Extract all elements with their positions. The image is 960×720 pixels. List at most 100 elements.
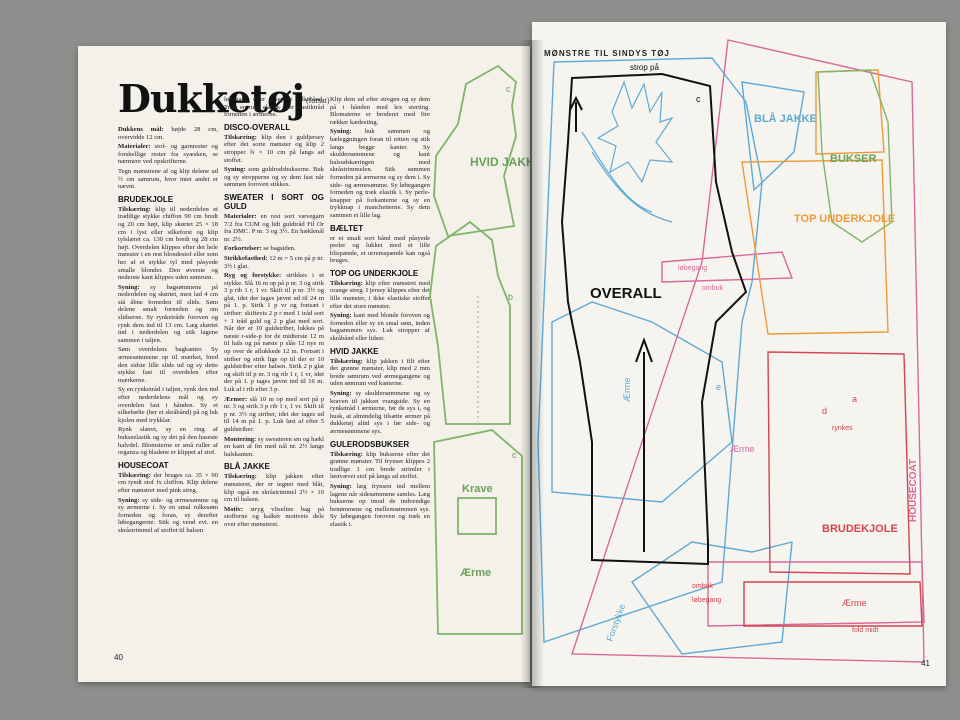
label-c-2: c: [512, 450, 517, 460]
paragraph-text: klip den i guldjersey efter det sorte mø…: [224, 133, 324, 164]
body-paragraph: Materialer: stof- og garnrester og forsk…: [118, 143, 218, 166]
paragraph-text: Rynk slæret, sy en ring af bukseelastik …: [118, 426, 218, 457]
paragraph-lead: Materialer:: [118, 143, 151, 151]
paragraph-text: højde 28 cm, overvidde 12 cm.: [118, 126, 219, 141]
aerme-piece: [429, 220, 511, 425]
paragraph-text: 12 m = 5 cm på p nr. 3½ i glat.: [224, 254, 324, 270]
krave-label: Krave: [462, 483, 493, 495]
label-a: a: [852, 394, 857, 404]
body-paragraph: Tilskæring: klip jakken efter mønsteret,…: [224, 473, 324, 503]
aerme-label-3: Ærme: [842, 598, 867, 608]
lobegang-label: løbegang: [678, 265, 707, 272]
body-paragraph: Syning: buk sømmen og bæleggningen foran…: [330, 128, 430, 219]
label-c: c: [506, 84, 511, 94]
body-paragraph: Sy en rynketråd i taljen, rynk den ind e…: [118, 386, 218, 424]
paragraph-text: løbegang efter brug et silkebånd. Træk e…: [224, 96, 324, 119]
left-page: Dukketøj (forsat) Dukkens mål: højde 28 …: [78, 46, 530, 682]
paragraph-text: stof- og garnrester og forskellige reste…: [118, 143, 219, 166]
paragraph-text: læg frynsen ind mellem lagene når sidesø…: [330, 482, 430, 528]
paragraph-lead: Tilskæring:: [330, 279, 363, 287]
paragraph-lead: Tilskæring:: [118, 471, 151, 479]
ombuk-label-2: ombuk: [692, 583, 714, 590]
green-pattern-pieces: HVID JAKKE c b c Krave Ærme: [429, 64, 530, 635]
paragraph-lead: Syning:: [330, 390, 352, 397]
fold-midt-label: fold midt: [852, 627, 879, 634]
body-paragraph: Syning: sy skuldersømmene og sy kraven t…: [330, 390, 430, 436]
text-column-1: Dukkens mål: højde 28 cm, overvidde 12 c…: [118, 126, 218, 537]
paragraph-lead: Ærmer:: [224, 395, 248, 403]
section-heading: SWEATER I SORT OG GULD: [224, 192, 324, 211]
body-paragraph: Klip dem ud efter stregen og sy dem på i…: [330, 96, 430, 126]
strop-label: strop på: [630, 63, 659, 72]
body-paragraph: Syning: sy side- og ærmesømme og sy ærme…: [118, 497, 218, 535]
paragraph-lead: Syning:: [224, 166, 246, 174]
paragraph-lead: Ryg og forstykke:: [224, 272, 282, 280]
section-heading: TOP OG UNDERKJOLE: [330, 268, 419, 278]
section-heading: HOUSECOAT: [118, 460, 169, 470]
paragraph-text: er et smalt sort bånd med påsyede perler…: [330, 234, 430, 265]
housecoat-label: HOUSECOAT: [908, 459, 919, 522]
rynkes-label: rynkes: [832, 425, 853, 432]
paragraph-text: en rest sort vævegarn 7/2 fra CUM og lid…: [224, 212, 324, 243]
bukser-label: BUKSER: [830, 153, 877, 165]
label-b: b: [508, 292, 513, 302]
forstykke-label: Forstykke: [604, 603, 627, 643]
top-underkjole-label: TOP UNDERKJOLE: [794, 213, 895, 225]
paragraph-lead: Dukkens mål:: [118, 126, 164, 133]
paragraph-text: kant med blonde foroven og forneden elle…: [330, 312, 430, 343]
hvid-jakke-label: HVID JAKKE: [470, 155, 530, 169]
body-paragraph: Tilskæring: der bruges ca. 35 × 90 cm ty…: [118, 472, 218, 495]
body-paragraph: Materialer: en rest sort vævegarn 7/2 fr…: [224, 213, 324, 243]
paragraph-lead: Montering:: [224, 435, 257, 443]
paragraph-text: klip jakken i filt efter det grønne møns…: [330, 357, 430, 388]
paragraph-text: som guldrodsbukserne. Buk og sy stropper…: [224, 166, 324, 189]
page-number-right: 41: [921, 659, 930, 668]
label-e: e: [716, 382, 721, 392]
section-heading: DISCO-OVERALL: [224, 122, 291, 132]
page-title: Dukketøj: [118, 76, 305, 121]
paragraph-lead: Forkortelser:: [224, 245, 262, 253]
paragraph-text: sy side- og ærmesømme og sy ærmerne i. S…: [118, 496, 218, 534]
hvid-jakke-piece: [433, 64, 517, 238]
body-paragraph: Tilskæring: klip den i guldjersey efter …: [224, 134, 324, 164]
body-paragraph: Strikkefasthed: 12 m = 5 cm på p nr. 3½ …: [224, 255, 324, 270]
body-paragraph: Dukkens mål: højde 28 cm, overvidde 12 c…: [118, 126, 218, 141]
brudekjole-label: BRUDEKJOLE: [822, 523, 898, 535]
right-page: MØNSTRE TIL SINDYS TØJ strop på OVERALL …: [532, 22, 946, 686]
body-paragraph: Forkortelser: se bagsiden.: [224, 245, 324, 253]
section-heading: HVID JAKKE: [330, 346, 379, 356]
page-number-left: 40: [114, 653, 123, 662]
paragraph-text: der bruges ca. 35 × 90 cm tyndt stof fx …: [118, 471, 218, 494]
paragraph-text: sy bagsømmene på nederdelen og skørtet, …: [118, 283, 218, 344]
paragraph-lead: Materialer:: [224, 212, 257, 220]
paragraph-lead: Motiv:: [224, 505, 244, 513]
paragraph-text: strikkes i et stykke. Slå 16 m op på p n…: [224, 272, 325, 393]
bla-jakke-label: BLÅ JAKKE: [754, 112, 817, 125]
paragraph-lead: Tilskæring:: [330, 357, 363, 365]
section-heading: BLÅ JAKKE: [224, 462, 270, 472]
paragraph-text: Tegn mønstrene af og klip delene ud ½ cm…: [118, 167, 218, 191]
paragraph-lead: Tilskæring:: [118, 205, 151, 213]
paragraph-lead: Strikkefasthed:: [224, 254, 268, 262]
paragraph-lead: Syning:: [330, 482, 352, 490]
body-paragraph: Ryg og forstykke: strikkes i et stykke. …: [224, 272, 324, 394]
paragraph-lead: Tilskæring:: [330, 450, 363, 458]
paragraph-text: klip jakken efter mønsteret, der er tegn…: [224, 473, 324, 504]
paragraph-lead: Tilskæring:: [224, 473, 257, 481]
body-paragraph: Tilskæring: klip efter mønstret med oran…: [330, 280, 430, 310]
overall-piece: [560, 72, 748, 566]
section-heading: BRUDEKJOLE: [118, 194, 174, 204]
body-paragraph: løbegang efter brug et silkebånd. Træk e…: [224, 96, 324, 119]
body-paragraph: Søm overdelens bagkanter. Sy ærmesømmene…: [118, 346, 218, 384]
label-d: d: [822, 406, 827, 416]
body-paragraph: Syning: sy bagsømmene på nederdelen og s…: [118, 284, 218, 345]
krave-piece: [433, 429, 523, 635]
section-heading: GULERODSBUKSER: [330, 439, 410, 449]
body-paragraph: Tilskæring: klip bukserne efter det grøn…: [330, 451, 430, 481]
paragraph-text: Søm overdelens bagkanter. Sy ærmesømmene…: [118, 346, 218, 384]
paragraph-lead: Syning:: [330, 312, 352, 320]
overall-label: OVERALL: [590, 285, 662, 302]
body-paragraph: Syning: kant med blonde foroven og forne…: [330, 312, 430, 342]
body-paragraph: Tilskæring: klip jakken i filt efter det…: [330, 358, 430, 388]
paragraph-lead: Syning:: [330, 128, 352, 136]
